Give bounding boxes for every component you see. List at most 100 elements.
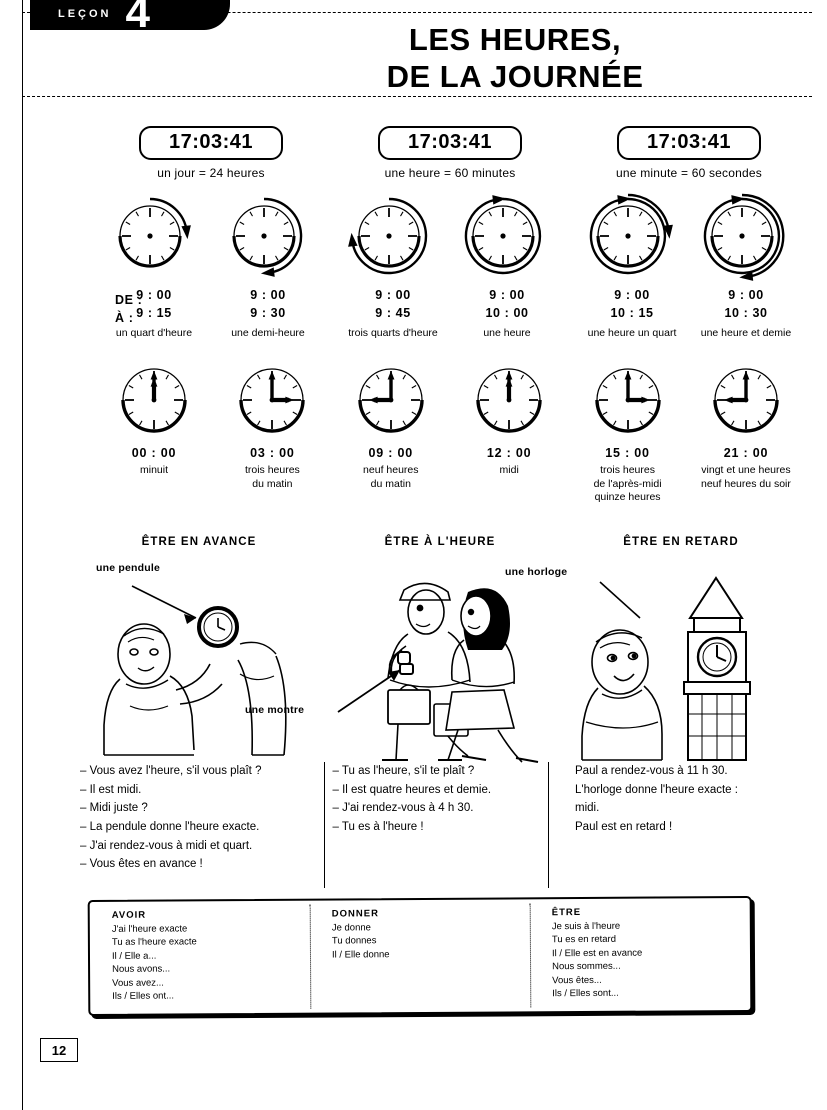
scene-heure-art — [337, 582, 539, 763]
duration-from-time: 9 : 00 — [614, 288, 650, 302]
clock-face-duration — [589, 193, 673, 275]
verb-conjugation-line: Ils / Elles ont... — [112, 990, 175, 1003]
duration-times: 9 : 00 9 : 15 — [100, 286, 208, 322]
dialogue-line: L'horloge donne l'heure exacte : — [575, 783, 738, 796]
digital-clock-display: 17:03:41 — [617, 126, 761, 160]
verb-infinitive: AVOIR — [111, 909, 147, 921]
verb-conjugation-line: Tu donnes — [331, 935, 377, 948]
hour-caption-line: minuit — [139, 464, 168, 476]
duration-caption: une demi-heure — [231, 327, 305, 340]
clock-face-hour — [594, 368, 661, 433]
verb-conjugation-line: Je donne — [331, 922, 371, 934]
duration-times: 9 : 00 9 : 45 — [339, 286, 447, 322]
hour-caption: minuit — [100, 464, 208, 478]
dialogue-line: Paul a rendez-vous à 11 h 30. — [575, 765, 728, 777]
page-left-rule — [22, 0, 23, 1110]
hour-item: 12 : 00 midi — [455, 360, 563, 505]
hour-time: 00 : 00 — [131, 446, 177, 460]
clock-face-hour — [476, 368, 542, 433]
hour-caption-line: midi — [499, 464, 519, 476]
hour-clock — [218, 360, 326, 440]
duration-caption: une heure un quart — [587, 327, 677, 340]
scene-retard-art — [581, 576, 751, 761]
duration-item: 9 : 00 9 : 30 une demi-heure — [214, 190, 322, 340]
duration-caption: une heure — [483, 327, 531, 340]
page-title: LES HEURES, DE LA JOURNÉE — [255, 22, 775, 95]
hour-clock — [100, 360, 208, 440]
dialogue-line: – Il est quatre heures et demie. — [332, 783, 492, 796]
duration-to-time: 10 : 00 — [485, 306, 529, 321]
digital-clock-display: 17:03:41 — [378, 126, 522, 160]
hour-caption-line: neuf heures du soir — [701, 477, 791, 490]
header-top-divider — [22, 12, 812, 13]
clock-face-duration — [232, 197, 303, 277]
dialogue-line: midi. — [575, 802, 600, 815]
dialogue-line: – Midi juste ? — [80, 802, 148, 815]
verb-conjugation-line: Ils / Elles sont... — [552, 988, 619, 1000]
clock-face-duration — [703, 193, 785, 281]
duration-from-time: 9 : 00 — [136, 288, 172, 302]
scene-heading: ÊTRE EN AVANCE — [141, 536, 257, 548]
hour-clock — [692, 360, 800, 440]
dialogue-line: Paul est en retard ! — [575, 820, 673, 833]
dialogue-line: – Tu es à l'heure ! — [332, 820, 424, 833]
dialogue-divider-1 — [324, 762, 325, 888]
dialogue-column-avance: – Vous avez l'heure, s'il vous plaît ?– … — [80, 762, 315, 874]
header-bottom-divider — [22, 96, 812, 97]
verb-conjugation-line: Il / Elle a... — [111, 950, 157, 962]
clock-face-duration — [464, 195, 542, 275]
verb-conjugation-line: Tu es en retard — [551, 934, 617, 946]
hour-caption-line: trois heures — [244, 464, 300, 476]
annotation-pendule: une pendule — [96, 562, 161, 574]
verb-conjugation-line: Je suis à l'heure — [551, 920, 621, 933]
duration-to-time: 9 : 45 — [375, 306, 411, 321]
hour-time: 21 : 00 — [723, 446, 769, 460]
hour-caption-line: de l'après-midi — [593, 477, 662, 490]
verb-infinitive: DONNER — [331, 908, 379, 920]
verb-conjugation-line: Vous avez... — [112, 977, 164, 989]
dialogue-column-heure: – Tu as l'heure, s'il te plaît ?– Il est… — [333, 762, 558, 874]
duration-from-time: 9 : 00 — [250, 288, 286, 302]
dialogue-line: – J'ai rendez-vous à midi et quart. — [80, 839, 253, 852]
dialogue-line: – La pendule donne l'heure exacte. — [80, 820, 260, 833]
clock-face-hour — [121, 368, 187, 433]
duration-to-time: 9 : 30 — [250, 306, 286, 321]
clock-face-hour — [239, 368, 306, 433]
duration-from-time: 9 : 00 — [375, 288, 411, 302]
verb-infinitive: ÊTRE — [551, 907, 582, 919]
dialogue-line: – J'ai rendez-vous à 4 h 30. — [332, 802, 474, 815]
from-label: DE : — [115, 293, 143, 307]
hour-time: 12 : 00 — [486, 446, 532, 460]
dialogues-section: – Vous avez l'heure, s'il vous plaît ?– … — [80, 762, 800, 888]
hour-clock — [337, 360, 445, 440]
hour-item: 00 : 00 minuit — [100, 360, 208, 505]
dialogue-column-retard: Paul a rendez-vous à 11 h 30. L'horloge d… — [575, 762, 800, 874]
verb-conjugation-line: Nous sommes... — [552, 961, 621, 973]
duration-to-time: 9 : 15 — [136, 306, 172, 321]
to-label: À : — [115, 311, 134, 326]
hour-caption-line: vingt et une heures — [701, 464, 791, 476]
page-title-line-1: LES HEURES, — [408, 22, 622, 57]
